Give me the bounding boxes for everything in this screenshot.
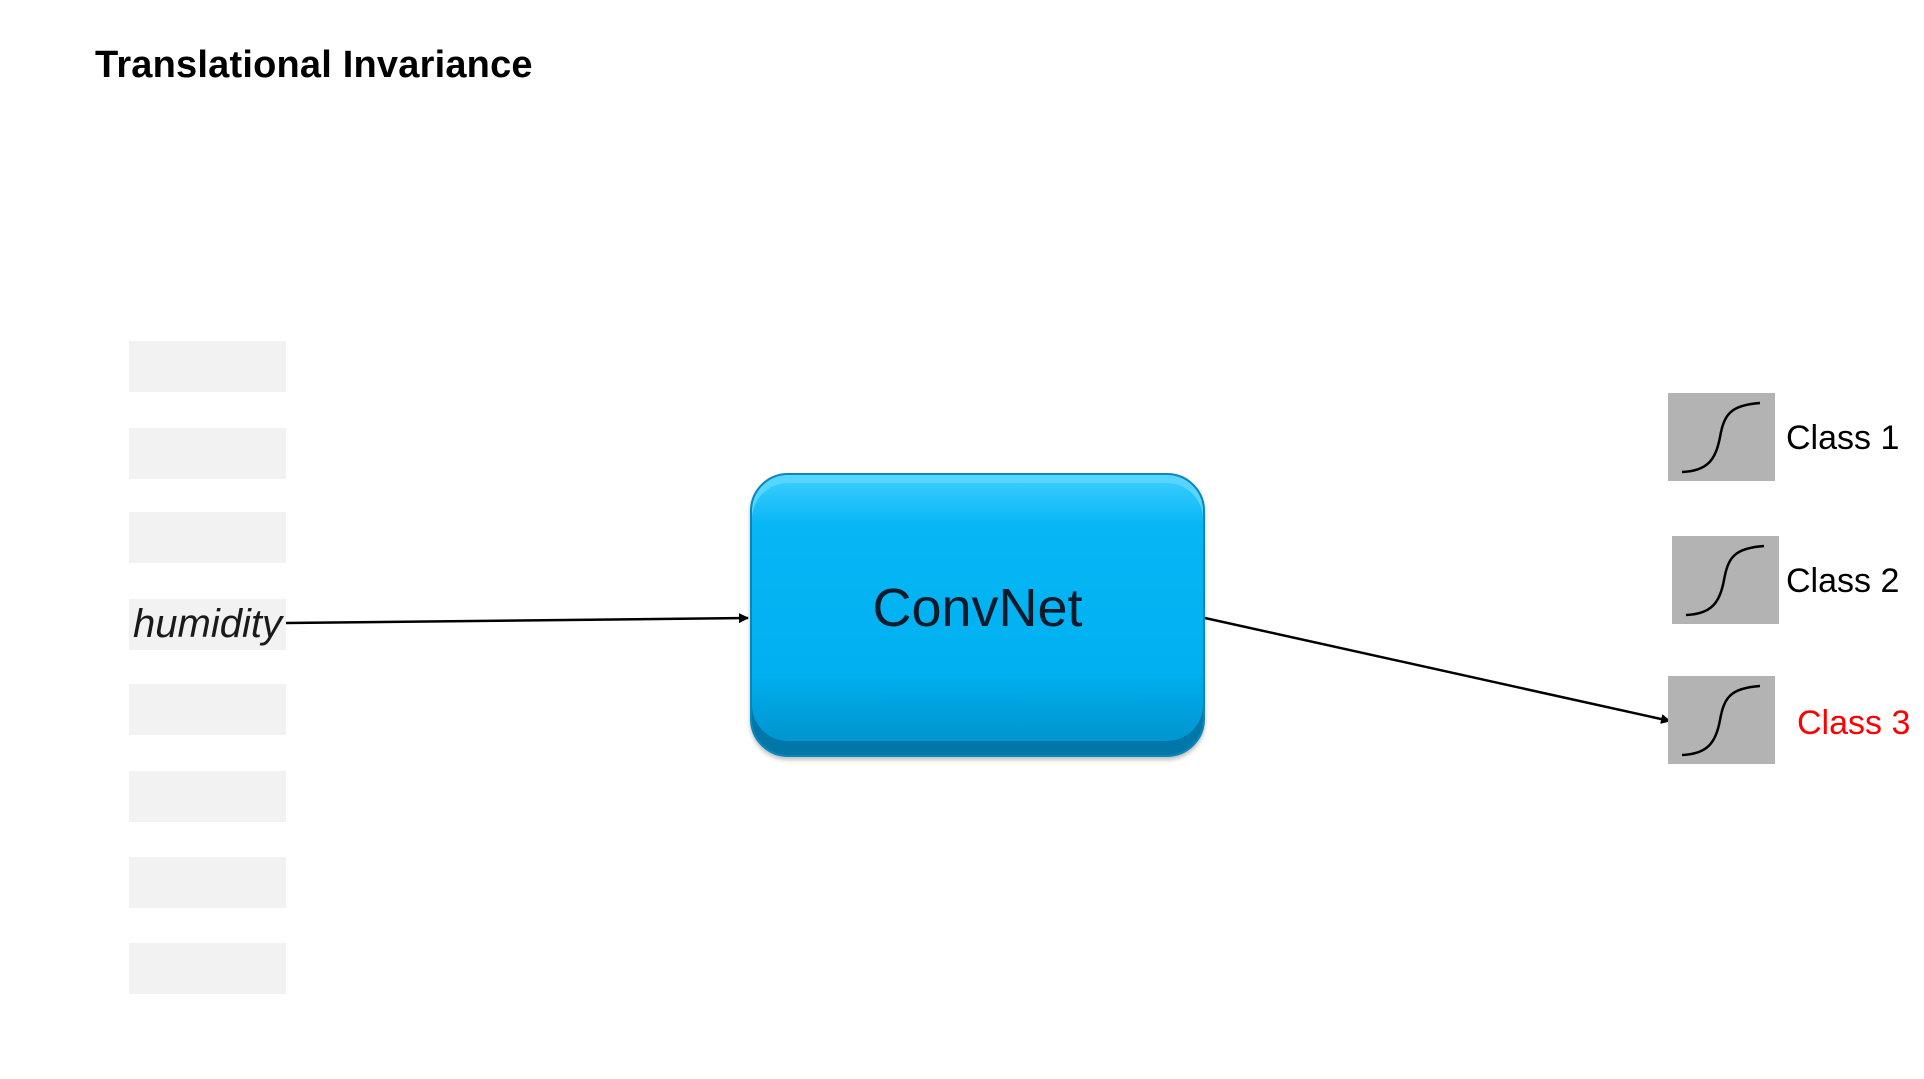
slide-title: Translational Invariance (95, 44, 533, 86)
class-3-label: Class 3 (1797, 704, 1911, 742)
convnet-label: ConvNet (872, 578, 1083, 638)
convnet-block: ConvNet (750, 473, 1205, 757)
sigmoid-curve-icon (1668, 676, 1775, 764)
input-slot (129, 341, 286, 392)
sigmoid-curve-icon (1672, 536, 1779, 624)
input-slot-label: humidity (133, 602, 282, 646)
input-slot (129, 684, 286, 735)
class-1-label: Class 1 (1786, 419, 1900, 457)
class-2-label: Class 2 (1786, 562, 1900, 600)
input-slot (129, 428, 286, 479)
input-slot-humidity: humidity (129, 599, 286, 650)
input-slot (129, 857, 286, 908)
convnet-to-class3-arrow (1204, 616, 1671, 724)
input-slot (129, 771, 286, 822)
sigmoid-curve-icon (1668, 393, 1775, 481)
input-to-convnet-arrow (285, 613, 749, 625)
input-slot (129, 943, 286, 994)
input-slot (129, 512, 286, 563)
